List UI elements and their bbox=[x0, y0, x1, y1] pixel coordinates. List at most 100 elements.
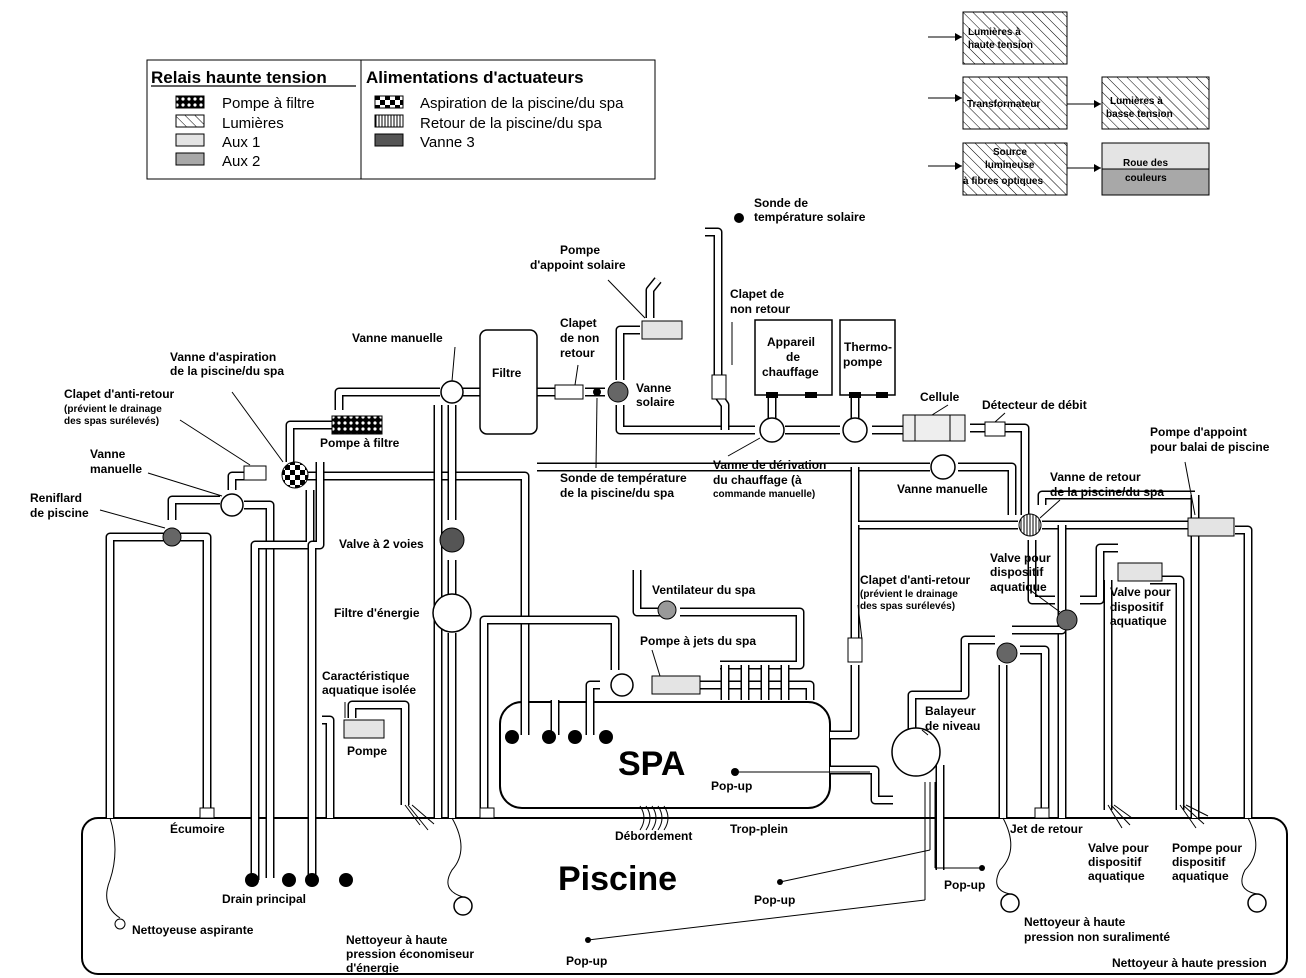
spa-blower-label: Ventilateur du spa bbox=[652, 583, 756, 597]
suction-valve-actuator bbox=[281, 461, 309, 489]
legend-col2-title: Alimentations d'actuateurs bbox=[366, 68, 584, 87]
main-drain bbox=[305, 873, 319, 887]
anti-return2-label: Clapet d'anti-retour bbox=[860, 573, 971, 587]
fiber-source-box bbox=[962, 142, 1068, 196]
pool-temp-line2: de la piscine/du spa bbox=[560, 486, 674, 500]
check-valve2-line3: retour bbox=[560, 346, 595, 360]
water-feature-pump bbox=[1117, 562, 1163, 582]
overflow-waves bbox=[639, 805, 669, 831]
solar-valve-line1: Vanne bbox=[636, 381, 672, 395]
spa-jet-pump-label: Pompe à jets du spa bbox=[640, 634, 756, 648]
fountain bbox=[1179, 804, 1209, 829]
fiber-line3: à fibres optiques bbox=[963, 176, 1043, 187]
hp-cleaner-non bbox=[1000, 893, 1020, 913]
check-valve2-line2: de non bbox=[560, 331, 599, 345]
anti-return2-note1: (prévient le drainage bbox=[860, 589, 958, 600]
spa-popup-label: Pop-up bbox=[711, 779, 752, 793]
heat-pump-port bbox=[876, 392, 888, 398]
return-valve-actuator bbox=[1018, 513, 1042, 537]
hp-eco-line2: pression économiseur bbox=[346, 947, 474, 961]
solar-valve-line2: solaire bbox=[636, 395, 675, 409]
spa-jet-pump bbox=[651, 675, 701, 695]
energy-filter-label: Filtre d'énergie bbox=[334, 606, 420, 620]
hp-cleaner-eco bbox=[453, 896, 473, 916]
heater-box bbox=[754, 319, 833, 396]
popup1-label: Pop-up bbox=[754, 893, 795, 907]
solar-temp-sensor bbox=[734, 213, 744, 223]
wf-valve3-line2: dispositif bbox=[1088, 855, 1142, 869]
legend-swatch-light bbox=[175, 133, 205, 147]
hp-non-line2: pression non suralimenté bbox=[1024, 930, 1170, 944]
color-wheel-line1: Roue des bbox=[1123, 158, 1168, 169]
manual-valve-top-label: Vanne manuelle bbox=[352, 331, 443, 345]
heater-bypass-valve-2 bbox=[842, 417, 868, 443]
check-valve2-line1: Clapet bbox=[560, 316, 597, 330]
spa-blower bbox=[657, 600, 677, 620]
heater-port bbox=[805, 392, 817, 398]
hp-non-line1: Nettoyeur à haute bbox=[1024, 915, 1126, 929]
filter-tank bbox=[479, 329, 538, 435]
return-jet bbox=[1034, 807, 1050, 819]
legend-item: Aux 2 bbox=[222, 153, 260, 170]
color-wheel-top bbox=[1101, 142, 1210, 170]
manual-valve-left-line1: Vanne bbox=[90, 447, 126, 461]
anti-return2-note2: des spas surélevés) bbox=[860, 601, 955, 612]
legend-item: Vanne 3 bbox=[420, 134, 475, 151]
main-drain-label: Drain principal bbox=[222, 892, 306, 906]
filter-pump-label: Pompe à filtre bbox=[320, 436, 400, 450]
popup3-label: Pop-up bbox=[566, 954, 607, 968]
level-skimmer-line1: Balayeur bbox=[925, 704, 976, 718]
pump-label: Pompe bbox=[347, 744, 387, 758]
transformer-box bbox=[962, 76, 1068, 130]
hv-lights-line2: haute tension bbox=[968, 40, 1033, 51]
booster-feature-line3: aquatique bbox=[1172, 869, 1229, 883]
fiber-line1: Source bbox=[993, 147, 1027, 158]
legend-swatch-checker bbox=[374, 95, 404, 109]
check-valve-line1: Clapet de bbox=[730, 287, 784, 301]
filter-pump bbox=[331, 415, 383, 435]
feature-pump bbox=[343, 719, 385, 739]
sniffer-line2: de piscine bbox=[30, 506, 89, 520]
sniffer-line1: Reniflard bbox=[30, 491, 82, 505]
skimmer bbox=[199, 807, 215, 819]
overflow2-label: Trop-plein bbox=[730, 822, 788, 836]
check-valve-line2: non retour bbox=[730, 302, 790, 316]
pool-temp-sensor bbox=[593, 388, 601, 396]
pool-popup bbox=[585, 937, 591, 943]
isolated-feature-line2: aquatique isolée bbox=[322, 683, 416, 697]
legend-item: Pompe à filtre bbox=[222, 95, 315, 112]
legend-col1-title: Relais haunte tension bbox=[151, 68, 327, 87]
fountain bbox=[404, 804, 435, 831]
pipes bbox=[105, 227, 1253, 880]
solar-booster-pump bbox=[641, 320, 683, 340]
lv-lights-box bbox=[1101, 76, 1210, 130]
cleaner-booster-line1: Pompe d'appoint bbox=[1150, 425, 1247, 439]
cell bbox=[902, 414, 966, 442]
transformer-label: Transformateur bbox=[967, 99, 1040, 110]
manual-valve-right bbox=[930, 454, 956, 480]
hp-cleaner-label: Nettoyeur à haute pression bbox=[1112, 956, 1267, 970]
hp-cleaner bbox=[1247, 893, 1267, 913]
water-feature-valve bbox=[1056, 609, 1078, 631]
heat-pump-box bbox=[839, 319, 896, 396]
main-drain bbox=[282, 873, 296, 887]
bypass-line3: commande manuelle) bbox=[713, 489, 815, 500]
cell-label: Cellule bbox=[920, 390, 960, 404]
suction-valve-line2: de la piscine/du spa bbox=[170, 364, 284, 378]
spa-jet bbox=[505, 730, 519, 744]
legend-swatch-gray bbox=[175, 152, 205, 166]
isolated-feature-line1: Caractéristique bbox=[322, 669, 410, 683]
energy-filter bbox=[432, 593, 472, 633]
manual-valve-left-line2: manuelle bbox=[90, 462, 142, 476]
heater-line2: de bbox=[786, 350, 800, 364]
wf-valve1-line1: Valve pour bbox=[990, 551, 1051, 565]
wf-valve1-line3: aquatique bbox=[990, 580, 1047, 594]
spa-popup bbox=[731, 768, 739, 776]
legend-swatch-dark bbox=[374, 133, 404, 147]
booster-feature-line2: dispositif bbox=[1172, 855, 1226, 869]
pool-outline bbox=[81, 817, 1288, 975]
check-valve-vertical bbox=[711, 374, 727, 400]
overflow-label: Débordement bbox=[615, 829, 692, 843]
bypass-line2: du chauffage (à bbox=[713, 473, 802, 487]
heater-line3: chauffage bbox=[762, 365, 819, 379]
